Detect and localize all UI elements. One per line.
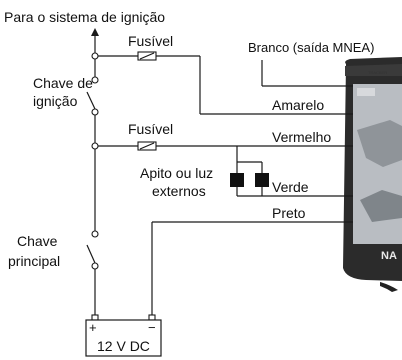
- ignition-key-blade: [86, 91, 96, 110]
- buzzer-label-2: externos: [152, 183, 206, 199]
- main-switch-blade: [86, 244, 96, 264]
- device-screen-land-2: [360, 190, 402, 222]
- main-switch-label-1: Chave: [17, 233, 58, 249]
- battery-plus: +: [89, 320, 97, 335]
- device-bracket: [380, 282, 398, 292]
- device-header-text: TRACKER: [368, 70, 387, 75]
- light-icon: [255, 173, 269, 187]
- fuse-mid-label: Fusível: [128, 121, 173, 137]
- ignition-system-label: Para o sistema de ignição: [4, 9, 165, 25]
- device: TRACKER NA: [343, 57, 402, 292]
- ignition-key: Chave de ignição: [33, 52, 99, 143]
- white-wire-label: Branco (saída MNEA): [248, 40, 374, 55]
- fuse-top-label: Fusível: [128, 33, 173, 49]
- battery-box: [85, 319, 162, 357]
- black-wire: Preto: [151, 205, 353, 319]
- main-switch-label-2: principal: [8, 253, 60, 269]
- ignition-key-label-2: ignição: [33, 93, 78, 109]
- buzzer-branch: Apito ou luz externos Verde: [140, 146, 353, 199]
- green-wire-label: Verde: [272, 179, 309, 195]
- white-wire: Branco (saída MNEA): [248, 40, 374, 87]
- arrow-up-icon: [91, 28, 99, 36]
- device-brand: NA: [381, 250, 397, 262]
- device-screen-box: [357, 88, 375, 96]
- top-fuse-branch: Fusível Amarelo: [95, 33, 353, 115]
- battery: + − 12 V DC: [85, 314, 162, 357]
- device-bezel-top: [345, 64, 402, 76]
- black-wire-label: Preto: [272, 205, 306, 221]
- buzzer-label-1: Apito ou luz: [140, 165, 213, 181]
- battery-minus: −: [148, 320, 156, 335]
- ignition-system-output: Para o sistema de ignição: [4, 9, 165, 56]
- red-wire-label: Vermelho: [272, 129, 331, 145]
- device-screen-land: [357, 120, 402, 167]
- main-switch: Chave principal: [8, 149, 99, 319]
- battery-label: 12 V DC: [97, 338, 150, 354]
- middle-fuse-branch: Fusível Vermelho: [91, 121, 353, 151]
- buzzer-icon: [230, 173, 244, 187]
- ignition-key-label-1: Chave de: [33, 75, 93, 91]
- yellow-wire-label: Amarelo: [272, 97, 324, 113]
